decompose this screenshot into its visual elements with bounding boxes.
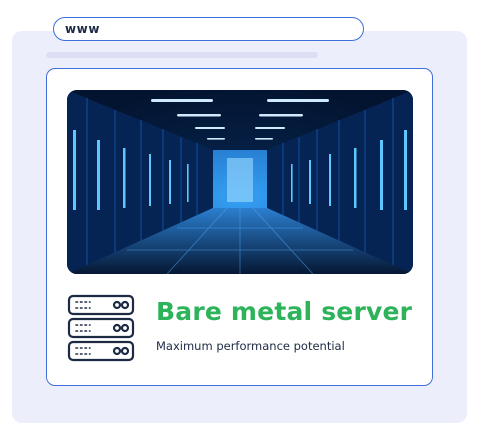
card-subtitle: Maximum performance potential bbox=[156, 339, 345, 353]
card-title: Bare metal server bbox=[156, 297, 413, 326]
placeholder-line bbox=[46, 52, 318, 58]
server-rack-icon bbox=[66, 293, 136, 363]
product-card[interactable]: Bare metal server Maximum performance po… bbox=[46, 68, 433, 386]
data-center-image bbox=[67, 90, 413, 274]
address-bar[interactable]: www bbox=[53, 17, 364, 41]
address-text: www bbox=[65, 22, 101, 36]
